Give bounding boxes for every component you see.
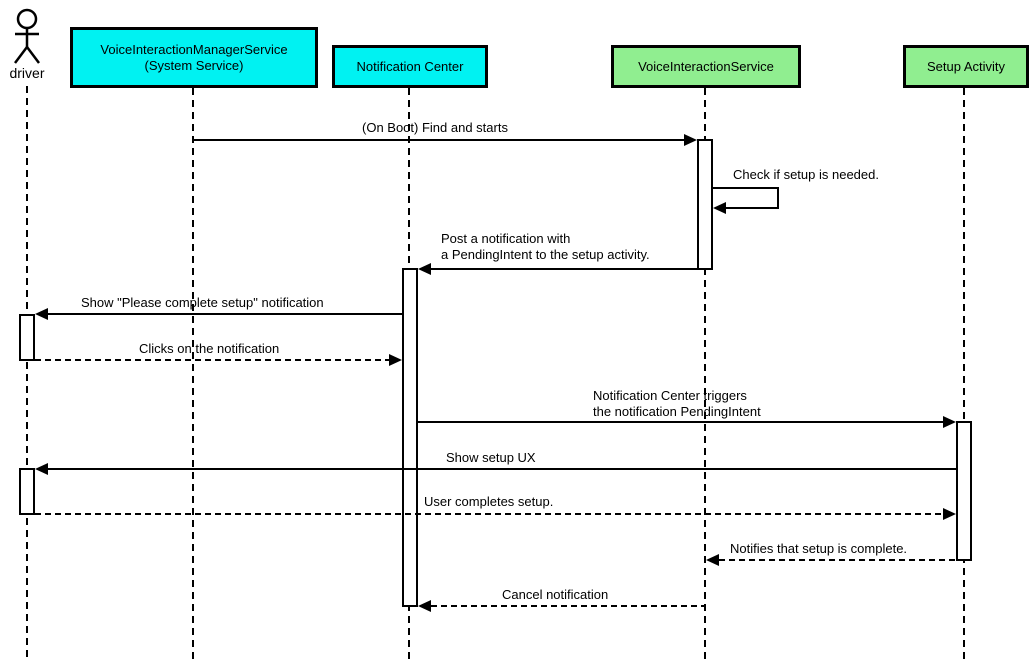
activation-bar-voice-interaction-service bbox=[697, 139, 713, 270]
actor-label: driver bbox=[9, 65, 45, 81]
participant-box-voice-interaction-manager-service: VoiceInteractionManagerService (System S… bbox=[70, 27, 318, 88]
message-label: User completes setup. bbox=[424, 494, 554, 509]
arrowhead-right-icon bbox=[943, 508, 956, 520]
message-line bbox=[35, 359, 389, 361]
message-label: Clicks on the notification bbox=[139, 341, 280, 356]
arrowhead-left-icon bbox=[706, 554, 719, 566]
participant-box-notification-center: Notification Center bbox=[332, 45, 488, 88]
participant-box-voice-interaction-service: VoiceInteractionService bbox=[611, 45, 801, 88]
activation-bar-driver-1 bbox=[19, 314, 35, 361]
activation-bar-setup-activity bbox=[956, 421, 972, 561]
activation-bar-notification-center bbox=[402, 268, 418, 607]
arrowhead-left-icon bbox=[35, 308, 48, 320]
lifeline-setup-activity bbox=[963, 88, 965, 660]
message-label: Check if setup is needed. bbox=[733, 167, 879, 182]
message-line bbox=[35, 513, 943, 515]
message-line bbox=[431, 605, 706, 607]
message-line bbox=[48, 313, 402, 315]
arrowhead-right-icon bbox=[684, 134, 697, 146]
message-label: Post a notification with a PendingIntent… bbox=[441, 231, 650, 262]
self-message-out-line bbox=[713, 187, 779, 189]
message-line bbox=[431, 268, 697, 270]
arrowhead-right-icon bbox=[389, 354, 402, 366]
message-label: Show setup UX bbox=[446, 450, 536, 465]
message-label: Show "Please complete setup" notificatio… bbox=[81, 295, 324, 310]
activation-bar-driver-2 bbox=[19, 468, 35, 515]
self-message-return-line bbox=[726, 207, 779, 209]
message-line bbox=[48, 468, 956, 470]
arrowhead-left-icon bbox=[35, 463, 48, 475]
lifeline-voice-interaction-service bbox=[704, 88, 706, 660]
message-label: Notification Center triggers the notific… bbox=[593, 388, 761, 419]
message-line bbox=[719, 559, 956, 561]
arrowhead-left-icon bbox=[713, 202, 726, 214]
message-label: Notifies that setup is complete. bbox=[730, 541, 908, 556]
self-message-vertical-line bbox=[777, 187, 779, 209]
lifeline-voice-interaction-manager-service bbox=[192, 88, 194, 660]
actor-stick-figure-icon bbox=[14, 8, 40, 64]
arrowhead-right-icon bbox=[943, 416, 956, 428]
message-label: (On Boot) Find and starts bbox=[362, 120, 508, 135]
arrowhead-left-icon bbox=[418, 600, 431, 612]
message-line bbox=[418, 421, 943, 423]
message-line bbox=[193, 139, 684, 141]
arrowhead-left-icon bbox=[418, 263, 431, 275]
lifeline-driver bbox=[26, 86, 28, 660]
participant-box-setup-activity: Setup Activity bbox=[903, 45, 1029, 88]
message-label: Cancel notification bbox=[502, 587, 609, 602]
